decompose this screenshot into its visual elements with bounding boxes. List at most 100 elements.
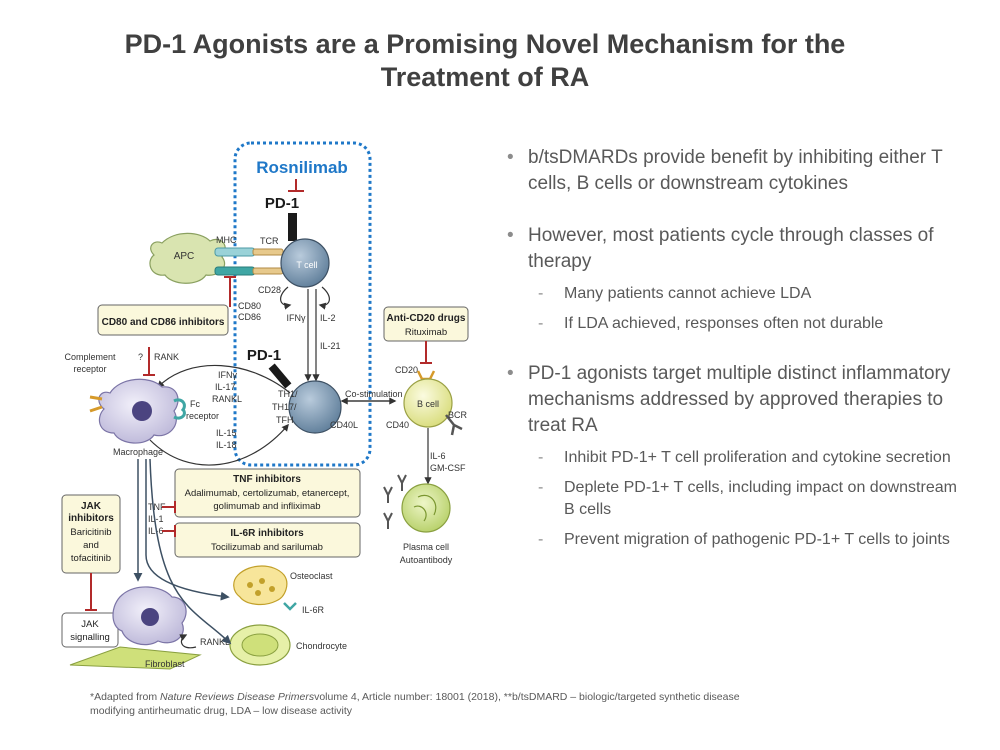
bullet-dot: • xyxy=(507,363,514,384)
pd1-mid-receptor xyxy=(268,363,292,389)
il6-label: IL-6 xyxy=(430,451,446,461)
pd1-top-label: PD-1 xyxy=(265,195,299,212)
cd20-label: CD20 xyxy=(395,365,418,375)
jak-drug-3: tofacitinib xyxy=(71,553,111,564)
cd28-label: CD28 xyxy=(258,285,281,295)
sub-bullet-3-1-text: Inhibit PD-1+ T cell proliferation and c… xyxy=(564,449,951,466)
th-subset-2: TH17/ xyxy=(272,402,297,412)
sub-bullet-2-2: - If LDA achieved, responses often not d… xyxy=(500,313,970,335)
tnf-drugs-line-2: golimumab and infliximab xyxy=(213,501,320,512)
footnote-prefix: *Adapted from xyxy=(90,691,161,703)
footnote-line-2: modifying antirheumatic drug, LDA – low … xyxy=(90,705,353,717)
jak-signalling-2: signalling xyxy=(70,632,110,643)
title-line-2: Treatment of RA xyxy=(380,62,590,92)
anti-cd20-drug: Rituximab xyxy=(405,327,447,338)
ifny-label: IFNγ xyxy=(287,313,306,323)
mhc-label: MHC xyxy=(216,235,237,245)
page-title: PD-1 Agonists are a Promising Novel Mech… xyxy=(40,28,930,94)
jak-inhibitors-title-1: JAK xyxy=(81,501,102,512)
plasma-cell-label: Plasma cell xyxy=(403,542,449,552)
fc-receptor-1: Fc xyxy=(190,399,200,409)
footnote: *Adapted from Nature Reviews Disease Pri… xyxy=(90,690,850,718)
sub-bullet-dash: - xyxy=(538,449,544,466)
rank-label: RANK xyxy=(154,352,179,362)
cytokine-il18: IL-18 xyxy=(216,440,237,450)
jak-drug-2: and xyxy=(83,540,99,551)
il21-label: IL-21 xyxy=(320,341,341,351)
sub-bullet-dash: - xyxy=(538,479,544,496)
sub-bullet-3-1: - Inhibit PD-1+ T cell proliferation and… xyxy=(500,447,970,469)
footnote-rest: volume 4, Article number: 18001 (2018), … xyxy=(314,691,740,703)
sub-bullet-dash: - xyxy=(538,285,544,302)
bullet-1-text: b/tsDMARDs provide benefit by inhibiting… xyxy=(528,147,943,194)
rosnilimab-box xyxy=(233,141,372,467)
title-line-1: PD-1 Agonists are a Promising Novel Mech… xyxy=(124,29,846,59)
cd80-label: CD80 xyxy=(238,301,261,311)
rankl-bottom-label: RANKL xyxy=(200,637,230,647)
rosnilimab-label: Rosnilimab xyxy=(256,158,348,177)
tnf-label: TNF xyxy=(148,502,166,512)
sub-bullet-2-1-text: Many patients cannot achieve LDA xyxy=(564,285,812,302)
sub-bullet-3-2-text: Deplete PD-1+ T cells, including impact … xyxy=(564,479,957,518)
th-cell xyxy=(288,380,342,434)
cd80-cd86-inhibitors-box xyxy=(97,304,229,336)
costimulation-label: Co-stimulation xyxy=(345,389,403,399)
bullet-2: • However, most patients cycle through c… xyxy=(500,223,970,335)
pd1-top-receptor xyxy=(288,213,297,241)
sub-bullet-3-3-text: Prevent migration of pathogenic PD-1+ T … xyxy=(564,531,950,548)
sub-bullet-dash: - xyxy=(538,531,544,548)
cytokine-il17: IL-17 xyxy=(215,382,236,392)
sub-bullet-dash: - xyxy=(538,315,544,332)
question-mark: ? xyxy=(138,352,143,362)
bcr-label: BCR xyxy=(448,410,468,420)
sub-bullet-3-3: - Prevent migration of pathogenic PD-1+ … xyxy=(500,529,970,551)
bullet-2-text: However, most patients cycle through cla… xyxy=(528,225,934,272)
chondrocyte-label: Chondrocyte xyxy=(296,641,347,651)
fibroblast-label: Fibroblast xyxy=(145,659,185,669)
tcr-label: TCR xyxy=(260,236,279,246)
cytokine-ifny: IFNγ xyxy=(218,370,237,380)
apc-label: APC xyxy=(174,251,195,262)
b-cell-label: B cell xyxy=(417,399,439,409)
cytokine-rankl: RANKL xyxy=(212,394,242,404)
t-cell-label: T cell xyxy=(296,260,317,270)
bullet-list: • b/tsDMARDs provide benefit by inhibiti… xyxy=(500,145,970,577)
cd86-label: CD86 xyxy=(238,312,261,322)
bullet-dot: • xyxy=(507,147,514,168)
il6r-label: IL-6R xyxy=(302,605,325,615)
sub-bullet-2-1: - Many patients cannot achieve LDA xyxy=(500,283,970,305)
tnf-inhibitors-title: TNF inhibitors xyxy=(233,474,301,485)
sub-bullet-2-2-text: If LDA achieved, responses often not dur… xyxy=(564,315,884,332)
bullet-3-text: PD-1 agonists target multiple distinct i… xyxy=(528,363,951,436)
th-subset-1: TH1/ xyxy=(278,389,298,399)
plasma-cell xyxy=(401,483,451,533)
mechanism-diagram: Rosnilimab PD-1 APC MHC TCR CD28 CD80 CD… xyxy=(61,141,469,670)
tnf-inhibitors-box xyxy=(174,468,361,518)
apc-cell xyxy=(149,232,226,284)
gmcsf-label: GM-CSF xyxy=(430,463,466,473)
il6r-inhibitors-title: IL-6R inhibitors xyxy=(230,528,304,539)
bullet-1: • b/tsDMARDs provide benefit by inhibiti… xyxy=(500,145,970,197)
macrophage-label: Macrophage xyxy=(113,447,163,457)
il1-label: IL-1 xyxy=(148,514,164,524)
jak-signalling-1: JAK xyxy=(81,619,99,630)
t-cell xyxy=(280,238,330,288)
cd80-cd86-inhibitors-label: CD80 and CD86 inhibitors xyxy=(102,317,225,328)
bullet-3: • PD-1 agonists target multiple distinct… xyxy=(500,361,970,551)
osteoclast-label: Osteoclast xyxy=(290,571,333,581)
b-cell xyxy=(403,378,453,428)
footnote-journal: Nature Reviews Disease Primers xyxy=(160,691,315,703)
jak-signalling-box xyxy=(61,612,119,648)
autoantibody-label: Autoantibody xyxy=(400,555,453,565)
jak-inhibitors-title-2: inhibitors xyxy=(68,513,114,524)
complement-receptor-1: Complement xyxy=(64,352,116,362)
il2-label: IL-2 xyxy=(320,313,336,323)
pd1-mid-label: PD-1 xyxy=(247,347,281,364)
osteoclast-cell xyxy=(233,565,288,606)
il6r-drugs: Tocilizumab and sarilumab xyxy=(211,542,323,553)
cytokine-il15: IL-15 xyxy=(216,428,237,438)
sub-bullet-3-2: - Deplete PD-1+ T cells, including impac… xyxy=(500,477,970,521)
anti-cd20-title: Anti-CD20 drugs xyxy=(387,313,466,324)
cd40l-label: CD40L xyxy=(330,420,358,430)
il6r-inhibitors-box xyxy=(174,522,361,558)
